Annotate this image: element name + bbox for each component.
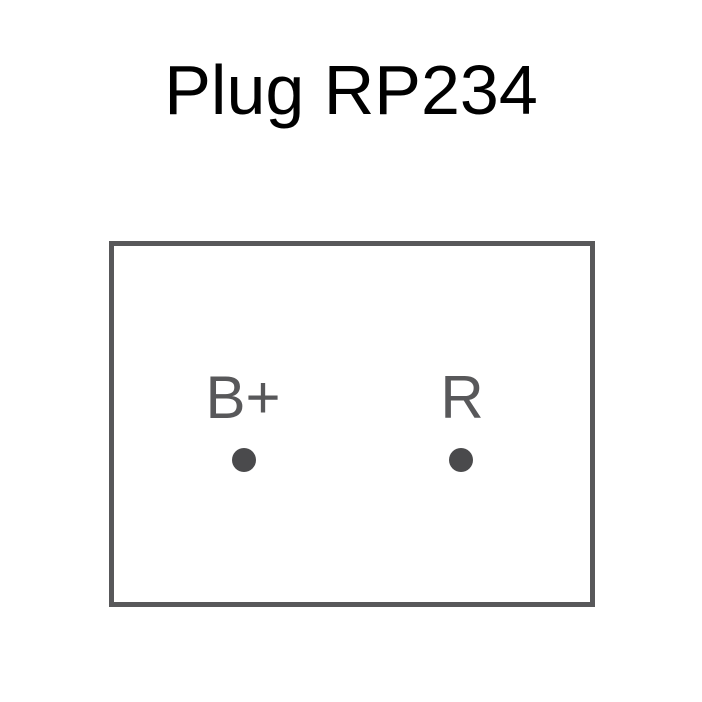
pin-r-dot <box>449 448 473 472</box>
diagram-title: Plug RP234 <box>164 51 538 129</box>
pin-label-r: R <box>440 364 484 431</box>
plug-outline <box>109 241 595 607</box>
pin-label-b-plus: B+ <box>205 364 281 431</box>
pin-b-plus-dot <box>232 448 256 472</box>
